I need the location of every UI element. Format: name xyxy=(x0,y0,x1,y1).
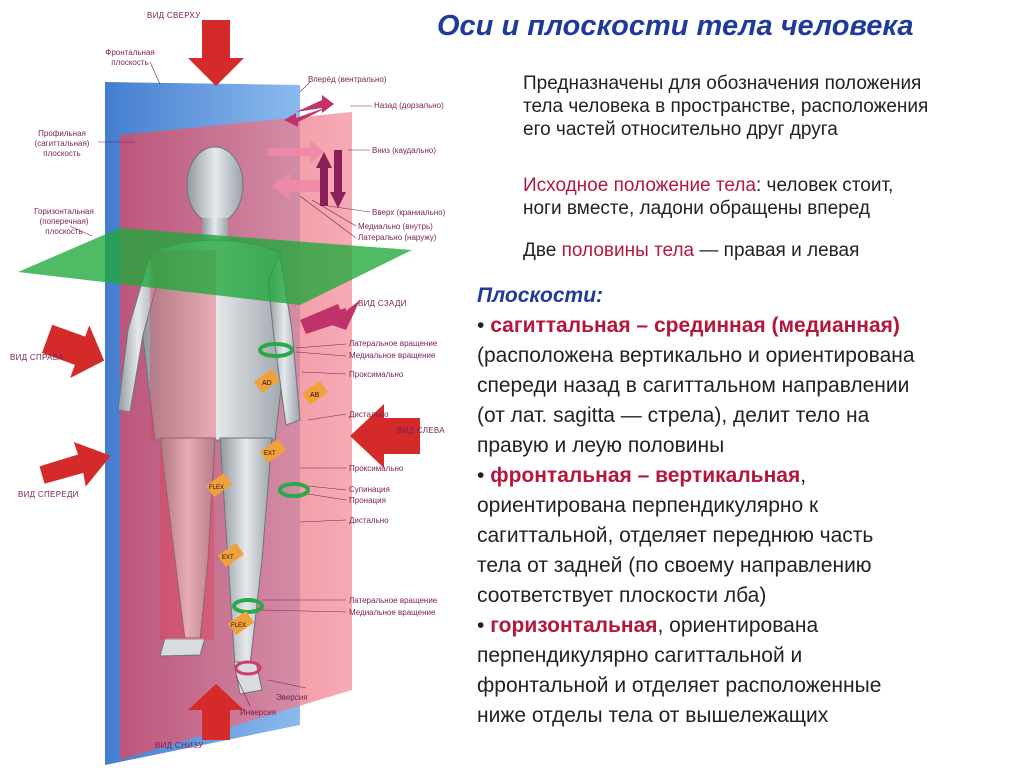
halves-term: половины тела xyxy=(561,240,695,261)
plane-item-line: ниже отделы тела от вышележащих xyxy=(477,704,829,727)
cranial-label: Вверх (краниально) xyxy=(372,208,446,217)
plane-item-line: • сагиттальная – срединная (медианная) xyxy=(477,311,1022,341)
page-title: Оси и плоскости тела человека xyxy=(437,10,914,42)
initial-position-text: : человек стоит, xyxy=(755,175,894,196)
svg-text:FLEX: FLEX xyxy=(209,485,224,491)
intro-line: тела человека в пространстве, расположен… xyxy=(523,96,929,117)
plane-item-line: фронтальной и отделяет расположенные xyxy=(477,674,882,697)
motion-tag-ext-lower: EXT xyxy=(217,542,245,568)
ankle-rotation-ring xyxy=(234,660,262,676)
plane-item-line: правую и леую половины xyxy=(477,434,725,457)
plane-term: горизонтальная xyxy=(490,614,658,637)
svg-text:EXT: EXT xyxy=(264,451,276,457)
view-left-arrow xyxy=(350,404,420,468)
wrist-rotation-ring xyxy=(278,482,310,498)
ventral-label: Вперёд (вентрально) xyxy=(308,75,387,84)
knee-rotation-ring xyxy=(232,598,264,614)
plane-term: сагиттальная – срединная (медианная) xyxy=(490,314,900,337)
sagittal-plane-label-3: плоскость xyxy=(43,149,80,158)
plane-term-suffix: , ориентирована xyxy=(657,614,819,637)
inversion-label: Инверсия xyxy=(240,708,276,717)
eversion-label: Эверсия xyxy=(276,693,308,702)
proximal-label-2: Проксимально xyxy=(349,464,404,473)
caudal-label: Вниз (каудально) xyxy=(372,146,436,155)
plane-item-line: (расположена вертикально и ориентирована xyxy=(477,344,915,367)
plane-item-line: (от лат. sagitta — стрела), делит тело н… xyxy=(477,404,870,427)
horizontal-plane xyxy=(18,228,412,305)
bullet: • xyxy=(477,614,485,637)
plane-item-line: • горизонтальная, ориентирована xyxy=(477,611,1022,641)
plane-item-line: тела от задней (по своему направлению xyxy=(477,554,872,577)
bullet: • xyxy=(477,464,485,487)
plane-item-line: соответствует плоскости лба) xyxy=(477,584,767,607)
shoulder-rotation-ring xyxy=(258,342,294,358)
svg-text:FLEX: FLEX xyxy=(231,623,246,629)
view-right-arrow xyxy=(42,324,105,379)
anatomy-planes-figure: AD AB EXT FLEX EXT FLEX xyxy=(10,11,446,765)
medial-rotation-label-2: Медиальное вращение xyxy=(349,608,436,617)
medial-label: Медиально (внутрь) xyxy=(358,222,433,231)
plane-item-line: ориентирована перпендикулярно к xyxy=(477,494,819,517)
view-top-arrow xyxy=(188,20,244,86)
svg-text:AB: AB xyxy=(310,392,320,399)
view-back-label: ВИД СЗАДИ xyxy=(358,299,407,308)
bullet: • xyxy=(477,314,485,337)
horizontal-plane-label-1: Горизонтальная xyxy=(34,207,94,216)
pronation-label: Пронация xyxy=(349,496,386,505)
plane-item-line: • фронтальная – вертикальная, xyxy=(477,461,1022,491)
svg-text:EXT: EXT xyxy=(222,555,234,561)
view-bottom-label: ВИД СНИЗУ xyxy=(155,741,204,750)
medial-rotation-label-1: Медиальное вращение xyxy=(349,351,436,360)
planes-section: Плоскости: • сагиттальная – срединная (м… xyxy=(477,281,1022,731)
sagittal-plane-label-1: Профильная xyxy=(38,129,86,138)
motion-tag-flex-lower: FLEX xyxy=(227,610,255,636)
view-left-label: ВИД СЛЕВА xyxy=(397,426,445,435)
view-top-label: ВИД СВЕРХУ xyxy=(147,11,201,20)
proximal-label-1: Проксимально xyxy=(349,370,404,379)
dorsal-label: Назад (дорзально) xyxy=(374,101,444,110)
distal-label-2: Дистально xyxy=(349,516,389,525)
view-bottom-arrow xyxy=(188,684,244,740)
initial-position-line: Исходное положение тела: человек стоит, xyxy=(523,174,1018,197)
halves-text: — правая и левая xyxy=(694,240,860,261)
intro-line: его частей относительно друг друга xyxy=(523,119,838,140)
plane-item-frontal: • фронтальная – вертикальная, ориентиров… xyxy=(477,461,1022,611)
motion-tag-ad: AD xyxy=(253,368,281,394)
initial-position-paragraph: Исходное положение тела: человек стоит, … xyxy=(523,174,1018,220)
frontal-plane-label-1: Фронтальная xyxy=(105,48,154,57)
motion-tag-ext-upper: EXT xyxy=(259,438,287,464)
initial-position-term: Исходное положение тела xyxy=(523,175,756,196)
motion-tag-flex-upper: FLEX xyxy=(205,472,233,498)
supination-label: Супинация xyxy=(349,485,390,494)
intro-line: Предназначены для обозначения положения xyxy=(523,73,922,94)
svg-text:AD: AD xyxy=(262,380,272,387)
plane-item-line: спереди назад в сагиттальном направлении xyxy=(477,374,910,397)
view-front-label: ВИД СПЕРЕДИ xyxy=(18,490,79,499)
plane-item-line: перпендикулярно сагиттальной и xyxy=(477,644,803,667)
halves-prefix: Две xyxy=(523,240,562,261)
intro-paragraph: Предназначены для обозначения положения … xyxy=(523,72,1018,141)
frontal-plane-label-2: плоскость xyxy=(111,58,148,67)
plane-term: фронтальная – вертикальная xyxy=(490,464,801,487)
plane-item-line: сагиттальной, отделяет переднюю часть xyxy=(477,524,874,547)
lateral-rotation-label-1: Латеральное вращение xyxy=(349,339,438,348)
halves-paragraph: Две половины тела — правая и левая xyxy=(523,239,1018,262)
lateral-label: Латерально (наружу) xyxy=(358,233,437,242)
view-front-arrow xyxy=(39,442,111,487)
horizontal-plane-label-3: плоскость xyxy=(45,227,82,236)
motion-tag-ab: AB xyxy=(301,380,329,406)
horizontal-plane-label-2: (поперечная) xyxy=(40,217,89,226)
view-back-arrow xyxy=(300,300,360,334)
distal-label-1: Дистально xyxy=(349,410,389,419)
sagittal-plane-label-2: (сагиттальная) xyxy=(35,139,90,148)
view-right-label: ВИД СПРАВА xyxy=(10,353,64,362)
plane-item-horizontal: • горизонтальная, ориентирована перпенди… xyxy=(477,611,1022,731)
initial-position-line: ноги вместе, ладони обращены вперед xyxy=(523,198,870,219)
plane-term-suffix: , xyxy=(800,464,807,487)
plane-item-sagittal: • сагиттальная – срединная (медианная) (… xyxy=(477,311,1022,461)
planes-heading: Плоскости: xyxy=(477,284,604,307)
leader-lines xyxy=(69,61,372,707)
direction-arrows xyxy=(268,95,346,330)
lateral-rotation-label-2: Латеральное вращение xyxy=(349,596,438,605)
